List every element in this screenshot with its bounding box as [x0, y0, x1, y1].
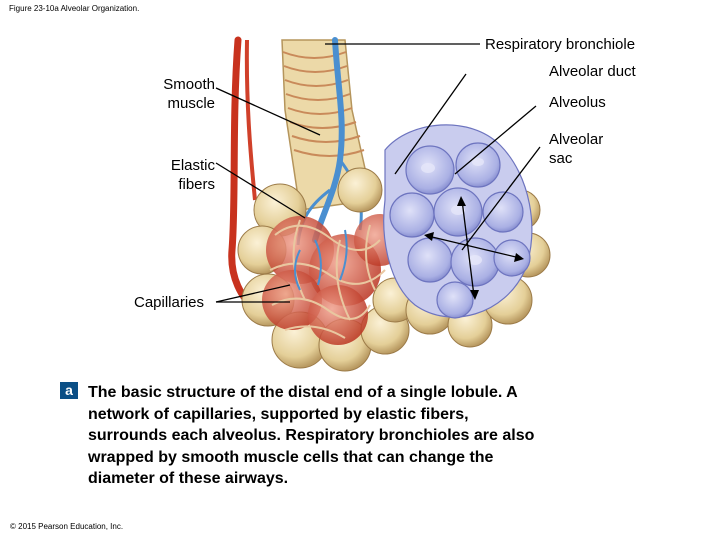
capillary-network: [262, 214, 406, 345]
caption-badge: a: [60, 382, 78, 399]
artery: [228, 36, 264, 316]
label-alveolar-sac: Alveolar sac: [549, 131, 604, 167]
figure-title: Figure 23-10a Alveolar Organization.: [9, 4, 140, 13]
leader-lines: [215, 43, 541, 303]
label-smooth-muscle: Smooth muscle: [163, 76, 215, 112]
label-capillaries: Capillaries: [134, 294, 205, 311]
label-alveolar-duct: Alveolar duct: [549, 63, 636, 80]
alveolar-sac-cutaway: [383, 124, 533, 319]
caption-text: The basic structure of the distal end of…: [88, 384, 535, 487]
label-alveolus: Alveolus: [549, 94, 606, 111]
label-elastic-fibers: Elastic fibers: [170, 157, 215, 193]
copyright: © 2015 Pearson Education, Inc.: [10, 522, 124, 531]
vein: [312, 37, 345, 243]
label-respiratory-bronchiole: Respiratory bronchiole: [485, 36, 636, 53]
diameter-arrows: [424, 196, 524, 300]
